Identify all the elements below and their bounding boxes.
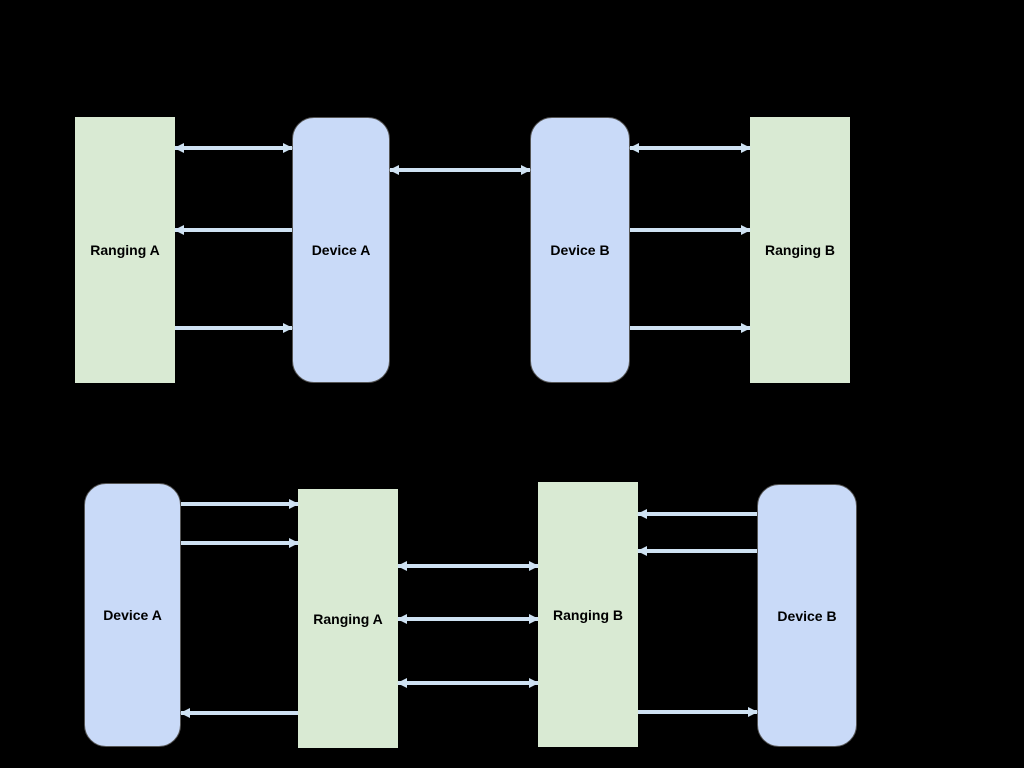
arrow-ranging-a-to-ranging-b <box>397 561 539 571</box>
arrowhead-right <box>741 143 751 153</box>
node-label: Ranging B <box>765 242 835 258</box>
node-device-b: Device B <box>530 117 630 383</box>
arrowhead-left <box>389 165 399 175</box>
arrowhead-right <box>529 678 539 688</box>
node-label: Ranging A <box>90 242 160 258</box>
arrowhead-right <box>529 561 539 571</box>
arrow-device-a-to-ranging-a <box>174 225 292 235</box>
node-device-a: Device A <box>292 117 390 383</box>
arrow-device-b-to-ranging-b <box>637 546 757 556</box>
arrow-ranging-a-to-device-a <box>175 323 293 333</box>
arrowhead-left <box>629 143 639 153</box>
arrow-ranging-a-to-device-a <box>180 708 298 718</box>
node-ranging-b: Ranging B <box>538 482 638 747</box>
arrow-device-b-to-ranging-b <box>637 509 757 519</box>
node-device-a: Device A <box>84 483 181 747</box>
arrow-device-b-to-ranging-b <box>629 143 751 153</box>
node-label: Ranging B <box>553 606 623 623</box>
arrowhead-left <box>174 143 184 153</box>
arrowhead-right <box>283 143 293 153</box>
node-label: Ranging A <box>313 610 383 627</box>
arrowhead-right <box>289 499 299 509</box>
arrowhead-left <box>397 614 407 624</box>
node-label: Device B <box>777 607 837 624</box>
node-ranging-b: Ranging B <box>750 117 850 383</box>
arrow-device-a-to-device-b <box>389 165 531 175</box>
arrowhead-right <box>741 323 751 333</box>
node-ranging-a: Ranging A <box>298 489 398 748</box>
arrowhead-right <box>521 165 531 175</box>
arrowhead-left <box>637 546 647 556</box>
node-label: Device A <box>311 242 371 258</box>
node-device-b: Device B <box>757 484 857 747</box>
arrow-device-a-to-ranging-a <box>181 499 299 509</box>
node-label: Device B <box>550 242 610 258</box>
arrowhead-left <box>174 225 184 235</box>
arrowhead-right <box>283 323 293 333</box>
arrow-device-a-to-ranging-a <box>174 143 293 153</box>
arrowhead-right <box>748 707 758 717</box>
arrow-device-a-to-ranging-a <box>181 538 299 548</box>
arrow-device-b-to-ranging-b <box>630 225 751 235</box>
arrowhead-left <box>397 678 407 688</box>
arrowhead-left <box>397 561 407 571</box>
arrowhead-left <box>180 708 190 718</box>
arrow-device-b-to-ranging-b <box>630 323 751 333</box>
arrowhead-right <box>289 538 299 548</box>
arrowhead-right <box>529 614 539 624</box>
node-ranging-a: Ranging A <box>75 117 175 383</box>
arrowhead-left <box>637 509 647 519</box>
arrow-ranging-a-to-ranging-b <box>397 614 539 624</box>
arrow-ranging-a-to-ranging-b <box>397 678 539 688</box>
node-label: Device A <box>103 607 162 623</box>
arrow-ranging-b-to-device-b <box>638 707 758 717</box>
arrowhead-right <box>741 225 751 235</box>
